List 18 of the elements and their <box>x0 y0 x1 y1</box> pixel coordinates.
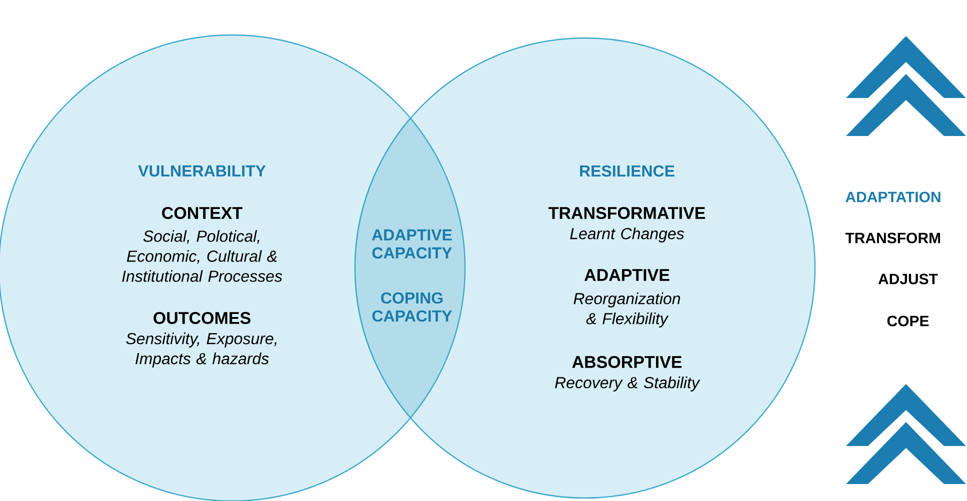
description: Learnt Changes <box>570 228 684 242</box>
heading: COPING CAPACITY <box>372 292 452 322</box>
heading: RESILIENCE <box>580 165 674 177</box>
description: Sensitivity, Exposure, Impacts & hazards <box>126 332 276 368</box>
subheading: ADAPTIVE <box>584 269 670 281</box>
subheading: CONTEXT <box>162 206 242 220</box>
level-label: ADJUST <box>878 274 938 284</box>
heading: ADAPTIVE CAPACITY <box>372 229 452 259</box>
subheading: OUTCOMES <box>154 312 250 324</box>
level-label: TRANSFORM <box>845 232 940 244</box>
level-label: COPE <box>887 316 929 326</box>
description: Recovery & Stability <box>555 376 700 392</box>
level-label: ADAPTATION <box>846 192 940 202</box>
subheading: ABSORPTIVE <box>572 356 682 368</box>
description: Social, Polotical, Economic, Cultural & Institutional Processes <box>122 230 282 282</box>
subheading: TRANSFORMATIVE <box>548 206 706 220</box>
heading: VULNERABILITY <box>138 165 266 177</box>
description: Reorganization & Flexibility <box>574 292 680 328</box>
